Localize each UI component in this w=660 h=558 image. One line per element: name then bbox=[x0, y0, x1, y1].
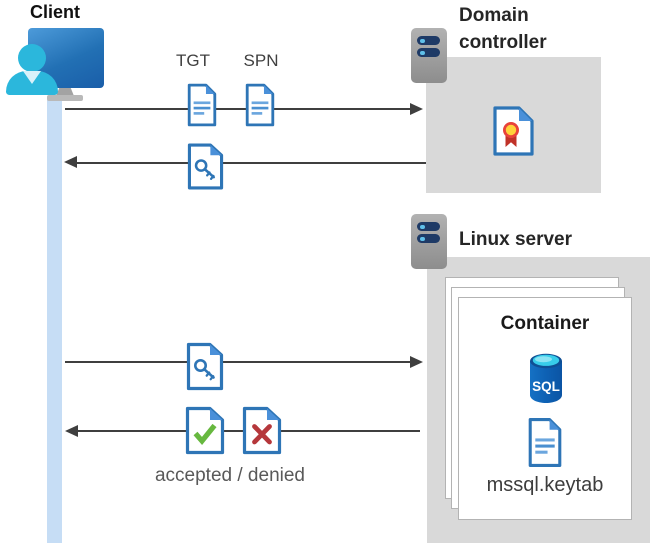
container-label: Container bbox=[500, 313, 590, 334]
linux-server-label: Linux server bbox=[459, 229, 572, 250]
tgt-label: TGT bbox=[176, 51, 210, 70]
arrow-left-icon bbox=[64, 155, 77, 168]
key-glyph bbox=[194, 159, 216, 180]
linux-server-icon bbox=[411, 214, 447, 269]
arrow-right-icon bbox=[410, 355, 423, 368]
key-glyph bbox=[194, 358, 215, 381]
spn-ticket-document-icon bbox=[245, 83, 275, 127]
client-person-collar bbox=[23, 71, 41, 84]
domain-controller-server-icon bbox=[411, 28, 447, 83]
spn-label: SPN bbox=[243, 51, 279, 70]
certificate-document-icon bbox=[493, 106, 534, 156]
accepted-denied-label: accepted / denied bbox=[154, 465, 305, 486]
arrow-right-icon bbox=[410, 102, 423, 115]
server-led-icon bbox=[420, 236, 425, 241]
ribbon-seal-glyph bbox=[503, 122, 519, 147]
server-bar bbox=[417, 234, 440, 243]
client-label: Client bbox=[30, 2, 81, 22]
arrow-present-ticket-line bbox=[65, 361, 415, 364]
arrow-left-icon bbox=[65, 424, 78, 437]
container-card bbox=[458, 297, 632, 520]
client-monitor-stand bbox=[56, 88, 74, 96]
x-document-icon bbox=[242, 406, 282, 455]
keytab-file-label: mssql.keytab bbox=[486, 474, 604, 496]
check-document-icon bbox=[185, 406, 225, 455]
client-person-icon bbox=[18, 44, 46, 72]
arrow-ticket-reply-line bbox=[77, 162, 426, 165]
client-lifeline bbox=[47, 100, 62, 543]
x-glyph bbox=[252, 424, 272, 445]
key-document-icon bbox=[186, 342, 224, 391]
check-glyph bbox=[193, 423, 217, 446]
arrow-request-line bbox=[65, 108, 415, 111]
server-led-icon bbox=[420, 50, 425, 55]
client-monitor-base bbox=[47, 95, 83, 101]
domain-controller-label: Domain controller bbox=[459, 5, 547, 53]
sql-database-icon: SQL bbox=[530, 353, 562, 403]
tgt-ticket-document-icon bbox=[187, 83, 217, 127]
sql-badge-label: SQL bbox=[532, 379, 560, 394]
keytab-document-icon bbox=[528, 418, 562, 467]
server-bar bbox=[417, 48, 440, 57]
server-led-icon bbox=[420, 224, 425, 229]
key-document-icon bbox=[187, 143, 224, 190]
server-led-icon bbox=[420, 38, 425, 43]
server-bar bbox=[417, 36, 440, 45]
server-bar bbox=[417, 222, 440, 231]
client-person-body bbox=[6, 71, 58, 95]
